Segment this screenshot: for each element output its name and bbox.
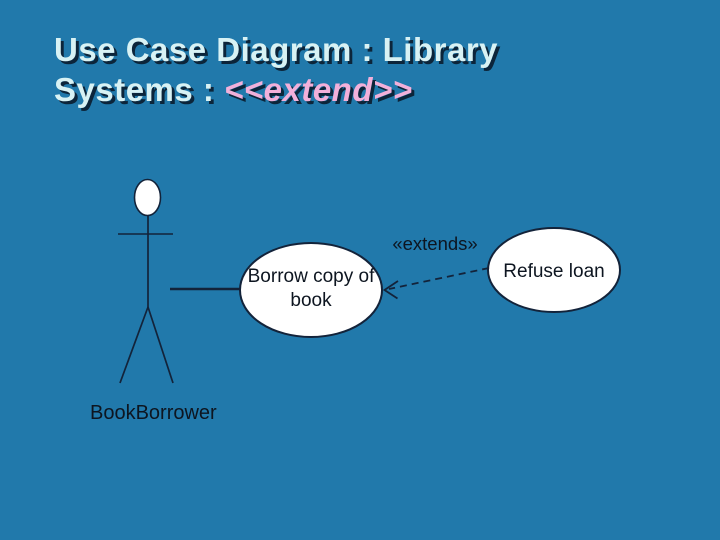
extend-open-arrowhead <box>382 280 399 300</box>
extends-stereotype-label: «extends» <box>392 233 477 254</box>
title-extend-stereotype: <<extend>> <box>224 71 413 108</box>
actor-head <box>133 178 162 217</box>
actor-bookborrower <box>118 178 174 384</box>
use-case-borrow-label-line1: Borrow copy of <box>248 266 375 287</box>
use-case-refuse-label: Refuse loan <box>503 261 604 282</box>
extend-dependency-arrow <box>382 267 490 300</box>
use-case-refuse-loan: Refuse loan <box>487 227 621 313</box>
use-case-borrow-copy-of-book: Borrow copy of book <box>239 242 383 338</box>
title-line2-plain: Systems : <box>54 71 225 108</box>
title-line1: Use Case Diagram : Library <box>54 31 499 68</box>
use-case-borrow-ellipse <box>239 242 383 338</box>
title-line2: Systems : <<extend>> <box>54 70 654 110</box>
use-case-borrow-label-line2: book <box>290 290 332 311</box>
actor-leg-right <box>147 306 174 384</box>
actor-leg-left <box>119 306 149 384</box>
actor-label: BookBorrower <box>90 402 217 424</box>
use-case-refuse-ellipse <box>487 227 621 313</box>
slide-title: Use Case Diagram : Library Systems : <<e… <box>54 30 654 110</box>
extend-dashed-line <box>388 267 490 290</box>
